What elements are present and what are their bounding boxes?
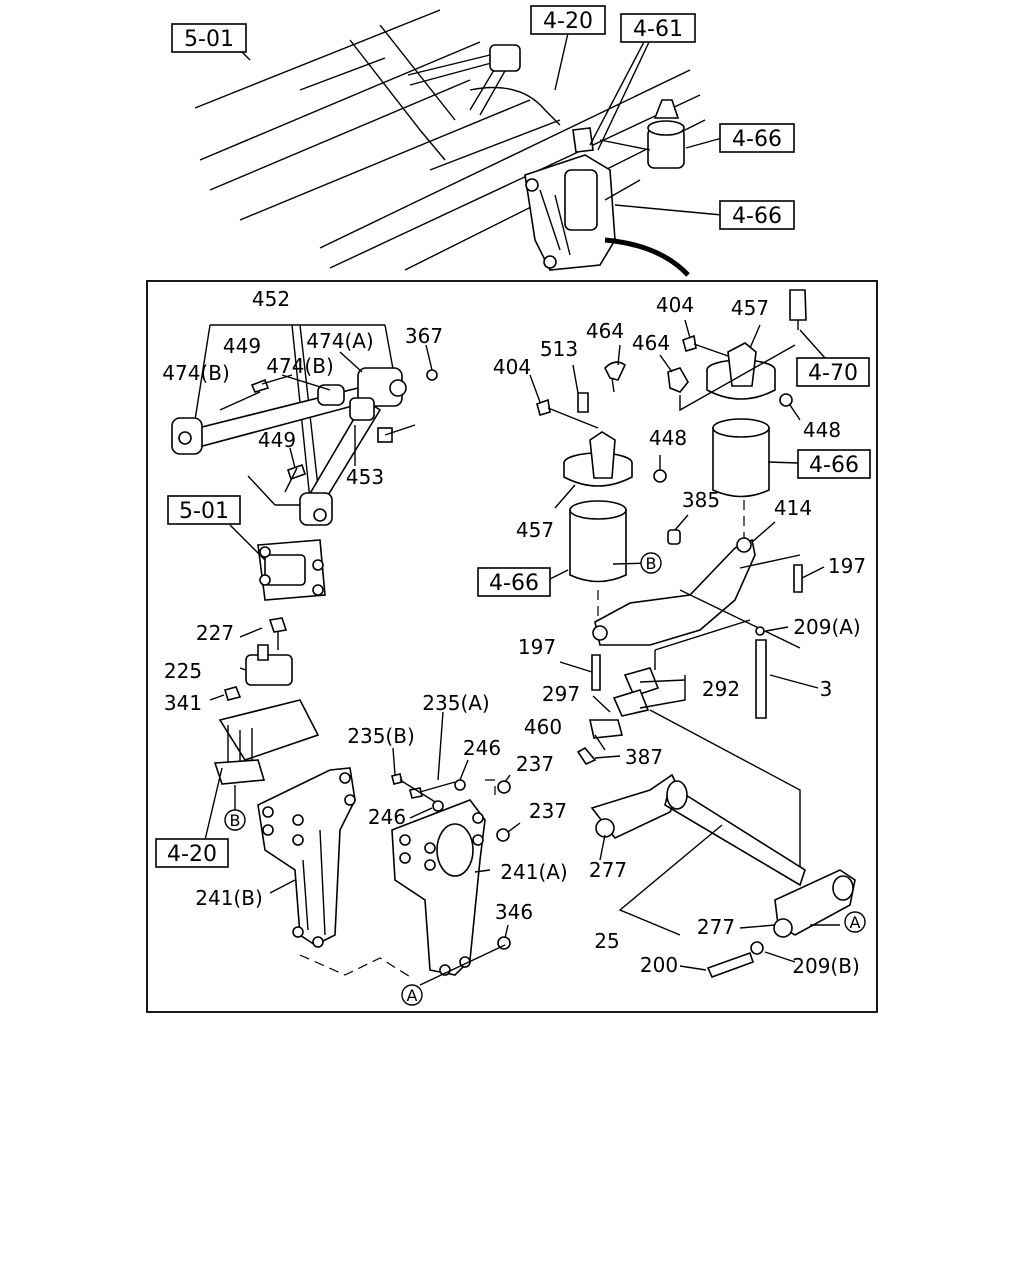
hanger-bracket-241-b <box>257 767 356 948</box>
ref-label: 4-66 <box>809 453 859 478</box>
callout: 209(B) <box>792 954 860 978</box>
callout: 241(B) <box>195 886 263 910</box>
ref-box-4-20-low: 4-20 <box>155 838 229 868</box>
callout: 227 <box>196 621 234 645</box>
marker-a-right: A <box>844 911 866 933</box>
callout: 277 <box>697 915 735 939</box>
callout: 460 <box>524 715 562 739</box>
ref-box-4-66-a: 4-66 <box>719 123 795 153</box>
detail-frame <box>146 280 878 1013</box>
marker-a-bottom: A <box>401 984 423 1006</box>
axle-beam-assembly <box>590 773 856 979</box>
ref-box-4-70: 4-70 <box>796 357 870 387</box>
callout: 385 <box>682 488 720 512</box>
chassis-overview <box>194 9 723 277</box>
ref-label: 4-70 <box>808 361 858 386</box>
callout: 513 <box>540 337 578 361</box>
callout: 448 <box>649 426 687 450</box>
callout: 404 <box>656 293 694 317</box>
callout: 277 <box>589 858 627 882</box>
ref-box-4-66-c: 4-66 <box>797 449 871 479</box>
marker-label: B <box>230 811 241 830</box>
ref-label: 4-66 <box>732 204 782 229</box>
ref-box-4-66-d: 4-66 <box>477 567 551 597</box>
callout: 367 <box>405 324 443 348</box>
stopper-bracket <box>204 617 320 841</box>
callout: 209(A) <box>793 615 860 639</box>
callout: 292 <box>702 677 740 701</box>
callout: 453 <box>346 465 384 489</box>
callout: 237 <box>516 752 554 776</box>
callout: 237 <box>529 799 567 823</box>
marker-b-upper: B <box>640 552 662 574</box>
callout: 3 <box>820 677 833 701</box>
frame-bracket-5-01 <box>229 524 326 601</box>
callout: 341 <box>164 691 202 715</box>
callout: 404 <box>493 355 531 379</box>
callout: 474(B) <box>266 354 334 378</box>
hanger-bracket-241-a <box>391 711 521 976</box>
marker-label: A <box>850 913 861 932</box>
callout: 464 <box>632 331 670 355</box>
ref-box-5-01-top: 5-01 <box>171 23 247 53</box>
callout: 235(B) <box>347 724 415 748</box>
ref-label: 4-20 <box>543 9 593 34</box>
callout: 25 <box>594 929 619 953</box>
ref-box-4-66-b: 4-66 <box>719 200 795 230</box>
callout: 452 <box>252 287 290 311</box>
callout: 346 <box>495 900 533 924</box>
callout: 474(B) <box>162 361 230 385</box>
callout: 225 <box>164 659 202 683</box>
torque-rod-assembly <box>171 324 438 526</box>
callout: 241(A) <box>500 860 567 884</box>
ref-label: 4-20 <box>167 842 217 867</box>
air-spring-assembly <box>529 289 826 870</box>
callout: 387 <box>625 745 663 769</box>
ref-box-4-61: 4-61 <box>620 13 696 43</box>
ref-label: 5-01 <box>179 499 229 524</box>
ref-label: 4-66 <box>489 571 539 596</box>
callout: 448 <box>803 418 841 442</box>
callout: 197 <box>828 554 866 578</box>
marker-label: A <box>407 986 418 1005</box>
ref-box-4-20-top: 4-20 <box>530 5 606 35</box>
callout: 246 <box>463 736 501 760</box>
callout: 449 <box>258 428 296 452</box>
callout: 197 <box>518 635 556 659</box>
callout: 414 <box>774 496 812 520</box>
marker-label: B <box>646 554 657 573</box>
ref-label: 5-01 <box>184 27 234 52</box>
callout: 474(A) <box>306 329 373 353</box>
ref-label: 4-61 <box>633 17 683 42</box>
callout: 449 <box>223 334 261 358</box>
callout: 235(A) <box>422 691 489 715</box>
callout: 457 <box>516 518 554 542</box>
callout: 200 <box>640 953 678 977</box>
callout-labels: 452 449 474(A) 474(B) 474(B) 367 449 453… <box>162 287 866 978</box>
ref-label: 4-66 <box>732 127 782 152</box>
ref-box-5-01-mid: 5-01 <box>167 495 241 525</box>
callout: 457 <box>731 296 769 320</box>
callout: 297 <box>542 682 580 706</box>
callout: 464 <box>586 319 624 343</box>
callout: 246 <box>368 805 406 829</box>
marker-b-lower: B <box>224 809 246 831</box>
